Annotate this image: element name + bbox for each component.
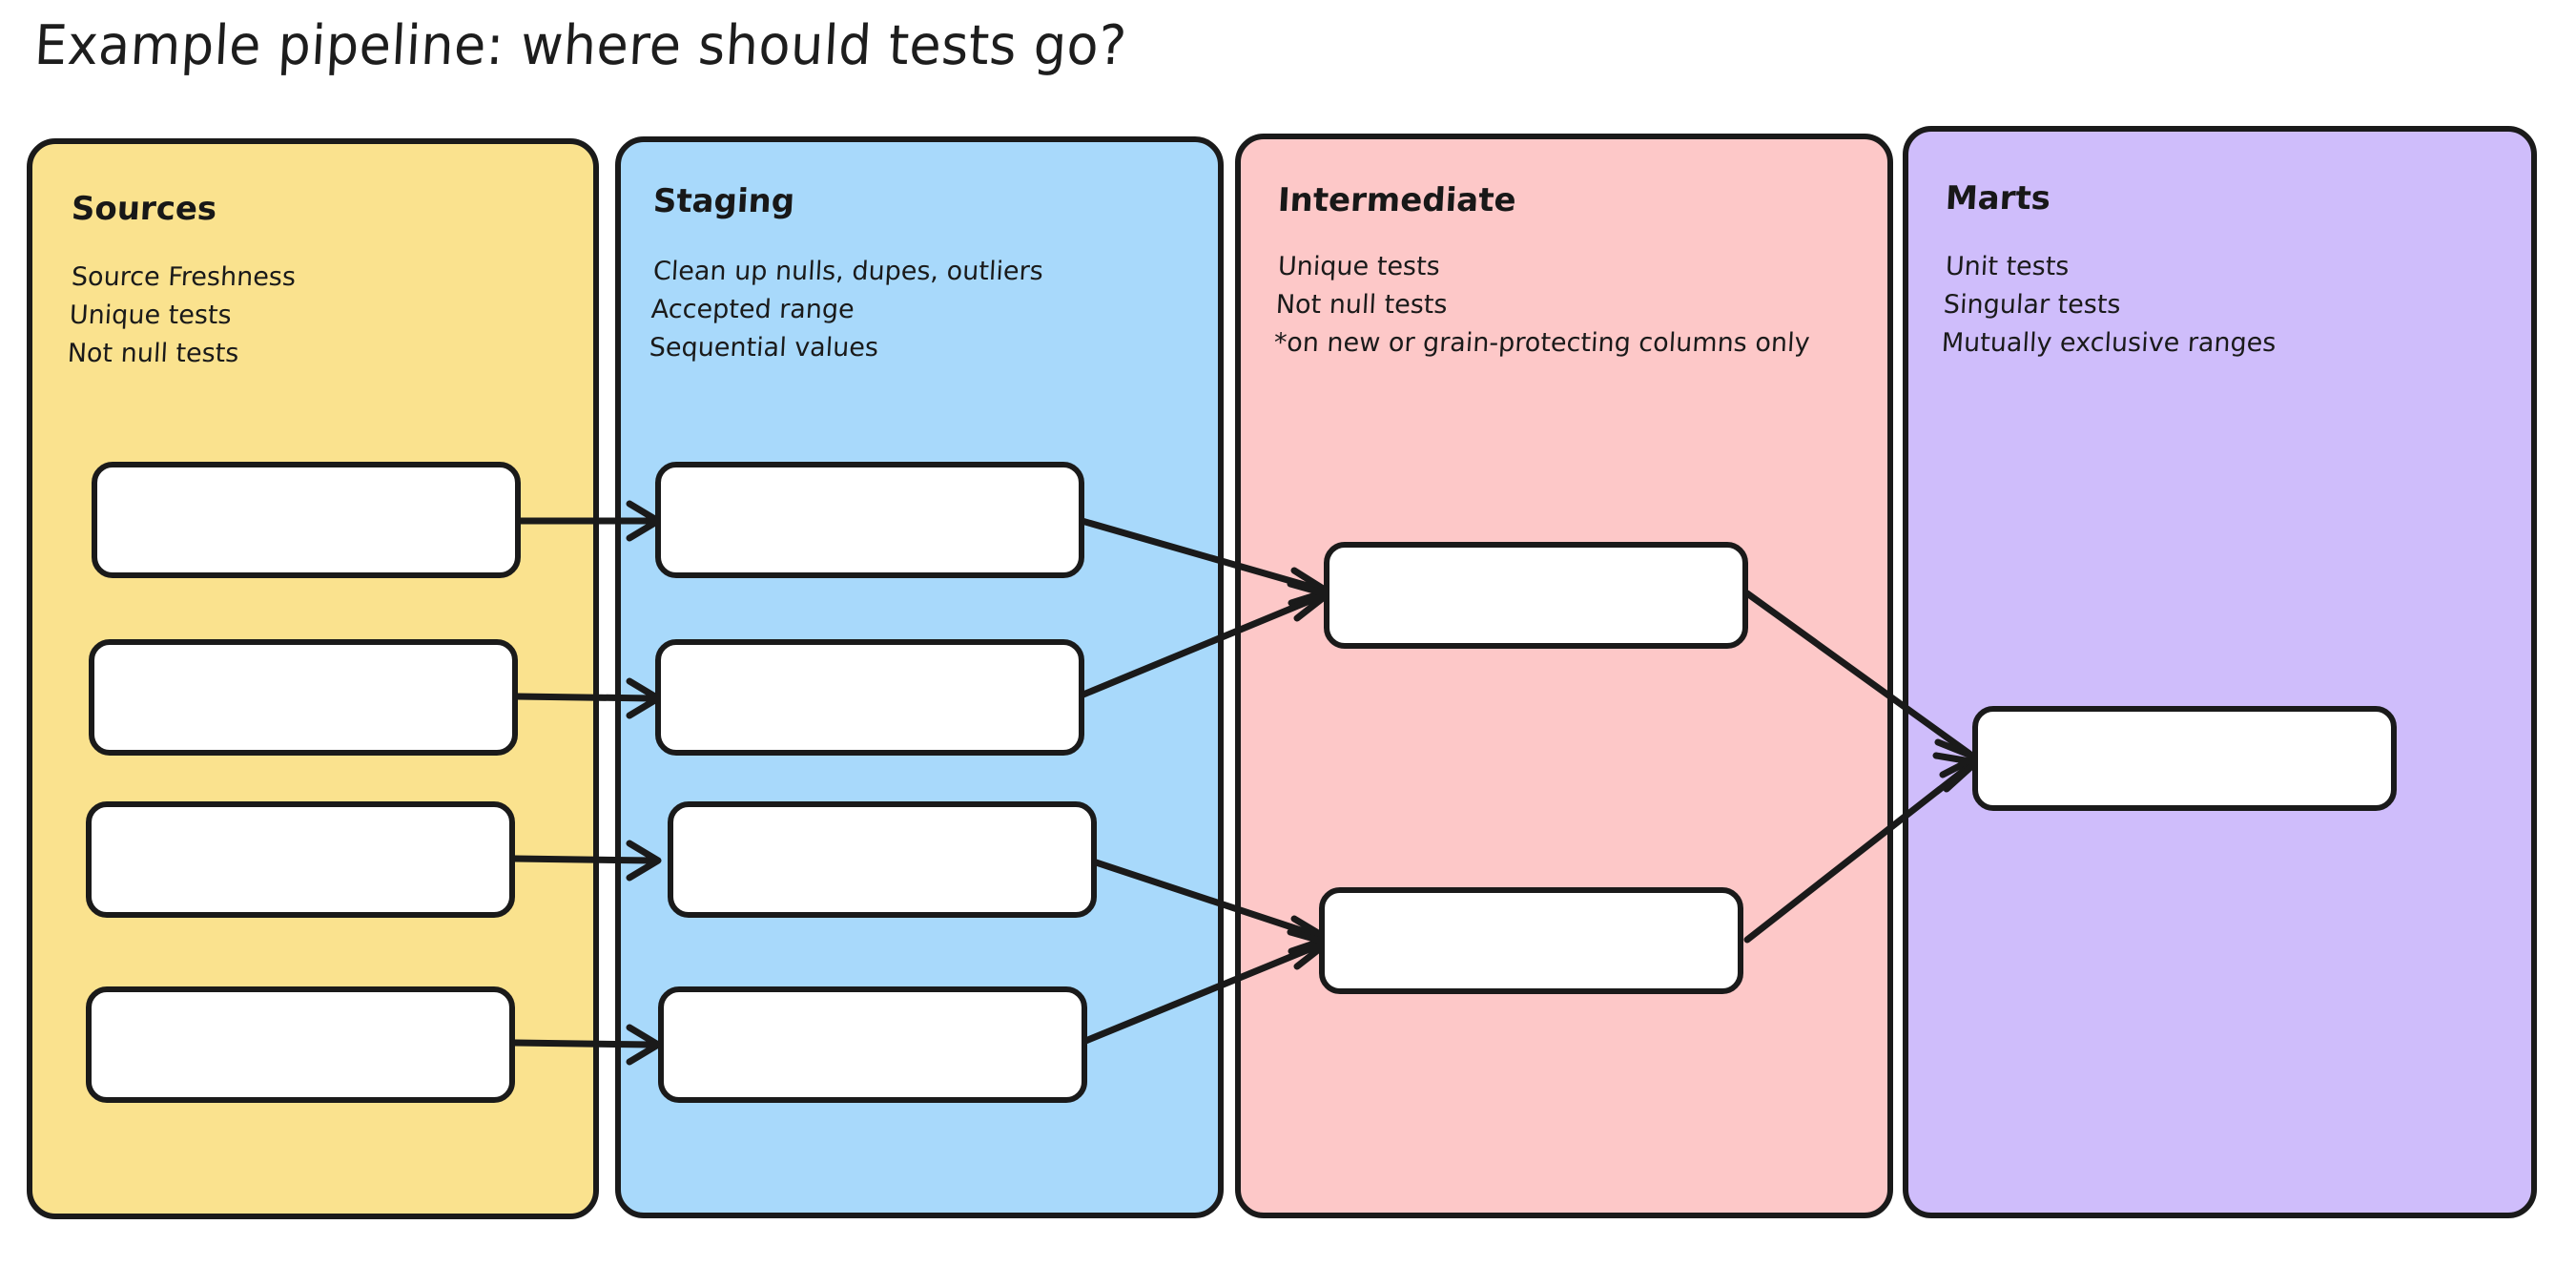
lane-note: Source Freshness	[71, 262, 297, 292]
lane-note: Sequential values	[648, 333, 879, 363]
lane-note: Not null tests	[1275, 290, 1449, 320]
staging-node-3[interactable]	[668, 801, 1097, 918]
lane-intermediate: Intermediate Unique tests Not null tests…	[1235, 134, 1893, 1218]
sources-node-4[interactable]	[86, 986, 515, 1103]
sources-node-1[interactable]	[92, 462, 521, 578]
marts-node-1[interactable]	[1972, 706, 2397, 811]
intermediate-node-1[interactable]	[1324, 542, 1748, 649]
lane-note: Unique tests	[69, 301, 233, 330]
sources-node-2[interactable]	[89, 639, 518, 756]
lane-title-sources: Sources	[70, 190, 218, 228]
lane-title-staging: Staging	[651, 182, 796, 220]
page-title: Example pipeline: where should tests go?	[32, 13, 1129, 77]
lane-note: Clean up nulls, dupes, outliers	[652, 257, 1044, 286]
staging-node-4[interactable]	[658, 986, 1087, 1103]
lane-note: Unit tests	[1945, 252, 2071, 281]
lane-note: Unique tests	[1277, 252, 1441, 281]
lane-notes-staging: Clean up nulls, dupes, outliers Accepted…	[649, 253, 1044, 367]
lane-note: Accepted range	[650, 295, 855, 324]
lane-notes-marts: Unit tests Singular tests Mutually exclu…	[1941, 248, 2281, 363]
sources-node-3[interactable]	[86, 801, 515, 918]
lane-note: Singular tests	[1943, 290, 2122, 320]
lane-title-intermediate: Intermediate	[1276, 181, 1517, 219]
lane-note: Not null tests	[66, 339, 240, 368]
lane-notes-intermediate: Unique tests Not null tests *on new or g…	[1273, 248, 1815, 363]
intermediate-node-2[interactable]	[1319, 887, 1743, 994]
staging-node-1[interactable]	[655, 462, 1084, 578]
lane-notes-sources: Source Freshness Unique tests Not null t…	[67, 259, 297, 373]
lane-title-marts: Marts	[1944, 179, 2052, 218]
lane-marts: Marts Unit tests Singular tests Mutually…	[1903, 126, 2537, 1218]
lane-note: Mutually exclusive ranges	[1940, 328, 2277, 358]
staging-node-2[interactable]	[655, 639, 1084, 756]
lane-note: *on new or grain-protecting columns only	[1272, 328, 1811, 358]
